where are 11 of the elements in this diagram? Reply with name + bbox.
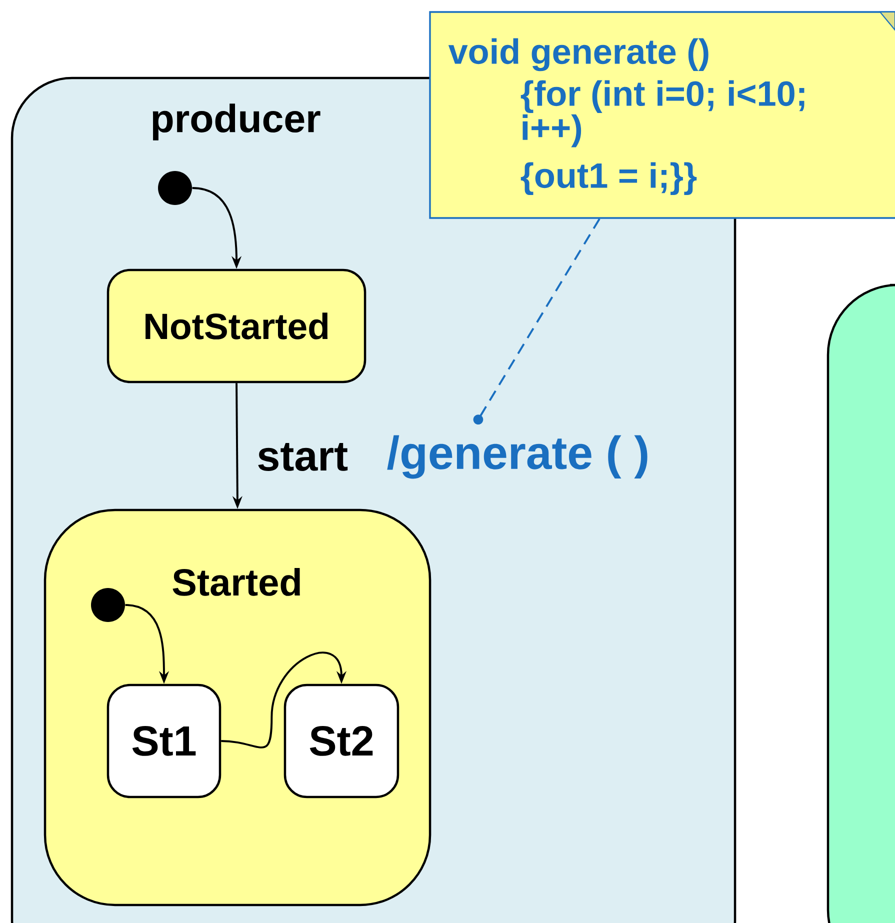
leader-line xyxy=(473,218,600,424)
state-box xyxy=(826,284,895,923)
edge-label: start xyxy=(255,442,350,472)
state-box: NotStarted xyxy=(106,268,366,384)
initial-dot xyxy=(91,588,125,622)
arrow xyxy=(221,652,347,748)
action-label: /generate ( ) xyxy=(385,434,652,480)
initial-dot xyxy=(158,170,192,205)
note-box: void generate () {for (int i=0; i<10; i++) {out1 = i;}} xyxy=(429,11,895,219)
state-box: St2 xyxy=(284,684,400,798)
state-box: St1 xyxy=(106,684,222,798)
